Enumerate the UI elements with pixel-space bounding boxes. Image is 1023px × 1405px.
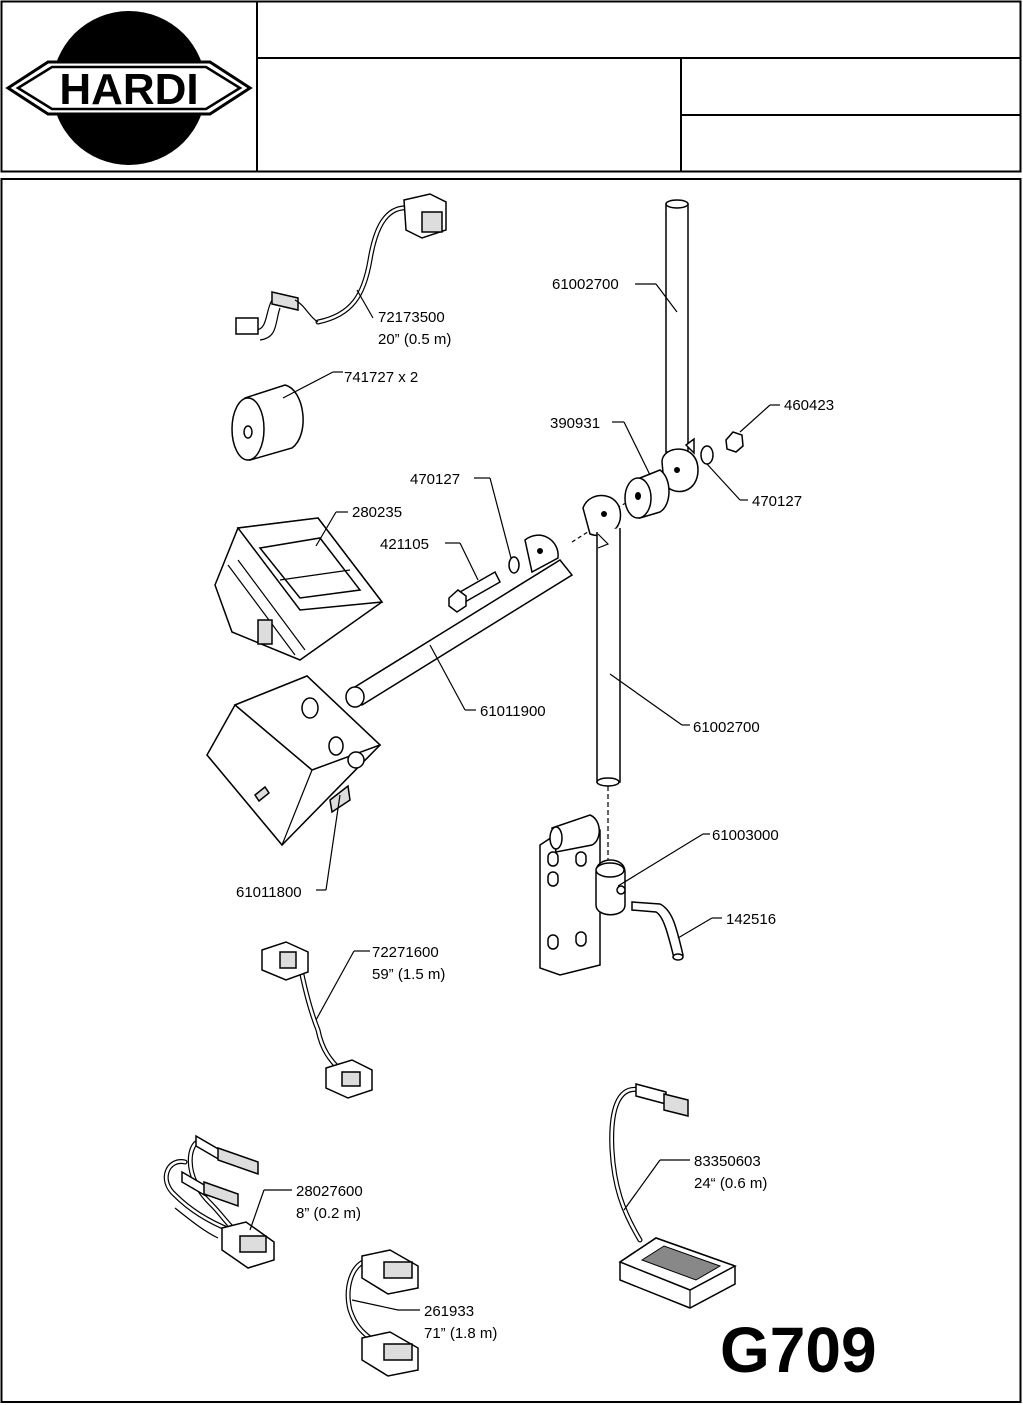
part-390931-number: 390931 — [550, 415, 600, 432]
part-61011800-number: 61011800 — [236, 884, 302, 901]
part-741727-number: 741727 x 2 — [344, 369, 418, 386]
part-261933-note: 71” (1.8 m) — [424, 1325, 497, 1342]
cable-261933-drawing — [345, 1249, 419, 1377]
part-460423-number: 460423 — [784, 397, 834, 414]
foot-pedal-83350603-drawing — [609, 1083, 737, 1309]
leader-390931 — [623, 421, 651, 476]
leader-28027600 — [249, 1189, 265, 1231]
bolt-421105-drawing — [448, 570, 501, 613]
leader-470127-right — [706, 463, 741, 501]
leader-72173500 — [356, 289, 374, 319]
leader-83350603 — [623, 1159, 661, 1211]
part-72271600-number: 72271600 — [372, 944, 439, 961]
washer-470127-left-drawing — [508, 556, 520, 574]
leader-61011900 — [429, 644, 466, 711]
part-470127-right-number: 470127 — [752, 493, 802, 510]
part-28027600-number: 28027600 — [296, 1183, 363, 1200]
part-83350603-note: 24“ (0.6 m) — [694, 1175, 767, 1192]
leader-421105 — [459, 542, 479, 581]
pole-61002700-upper-drawing — [661, 199, 699, 493]
part-261933-number: 261933 — [424, 1303, 474, 1320]
washer-470127-right-drawing — [700, 445, 714, 465]
part-72271600-note: 59” (1.5 m) — [372, 966, 445, 983]
part-61011900-number: 61011900 — [480, 703, 546, 720]
spacer-390931-drawing — [611, 469, 670, 520]
pin-142516-drawing — [631, 901, 684, 961]
printer-280235-drawing — [214, 517, 384, 661]
tube-61011900-drawing — [345, 527, 595, 708]
leader-61002700-lower — [609, 673, 683, 726]
leader-470127-left — [489, 477, 512, 559]
part-280235-number: 280235 — [352, 504, 402, 521]
leader-460423 — [739, 404, 771, 433]
part-142516-number: 142516 — [726, 911, 776, 928]
cable-72271600-drawing — [261, 941, 373, 1099]
leader-61011800 — [325, 794, 341, 891]
leader-741727 — [282, 371, 334, 399]
leader-142516 — [677, 917, 713, 939]
leader-61003000 — [617, 833, 704, 887]
part-72173500-note: 20” (0.5 m) — [378, 331, 451, 348]
part-470127-left-number: 470127 — [410, 471, 460, 488]
leader-280235 — [315, 511, 337, 547]
bracket-61003000-drawing — [539, 814, 626, 976]
nut-460423-drawing — [725, 431, 744, 453]
harness-28027600-drawing — [163, 1134, 275, 1269]
part-72173500-number: 72173500 — [378, 309, 445, 326]
cable-72173500-drawing — [235, 193, 447, 341]
drawing-code: G709 — [720, 1314, 877, 1386]
title-block — [0, 0, 1022, 173]
part-61003000-number: 61003000 — [712, 827, 779, 844]
part-421105-number: 421105 — [380, 536, 429, 553]
pole-61002700-lower-drawing — [582, 494, 622, 860]
paper-roll-741727-drawing — [231, 384, 304, 461]
part-83350603-number: 83350603 — [694, 1153, 761, 1170]
drawing-frame — [0, 178, 1022, 1403]
logo-brand-text: HARDI — [59, 65, 198, 114]
hardi-logo: HARDI — [5, 11, 253, 165]
part-61002700-upper-number: 61002700 — [552, 276, 619, 293]
leader-261933 — [351, 1299, 399, 1311]
leader-72271600 — [315, 950, 355, 1021]
part-61002700-lower-number: 61002700 — [693, 719, 760, 736]
part-28027600-note: 8” (0.2 m) — [296, 1205, 361, 1222]
leader-61002700-upper — [655, 283, 678, 313]
